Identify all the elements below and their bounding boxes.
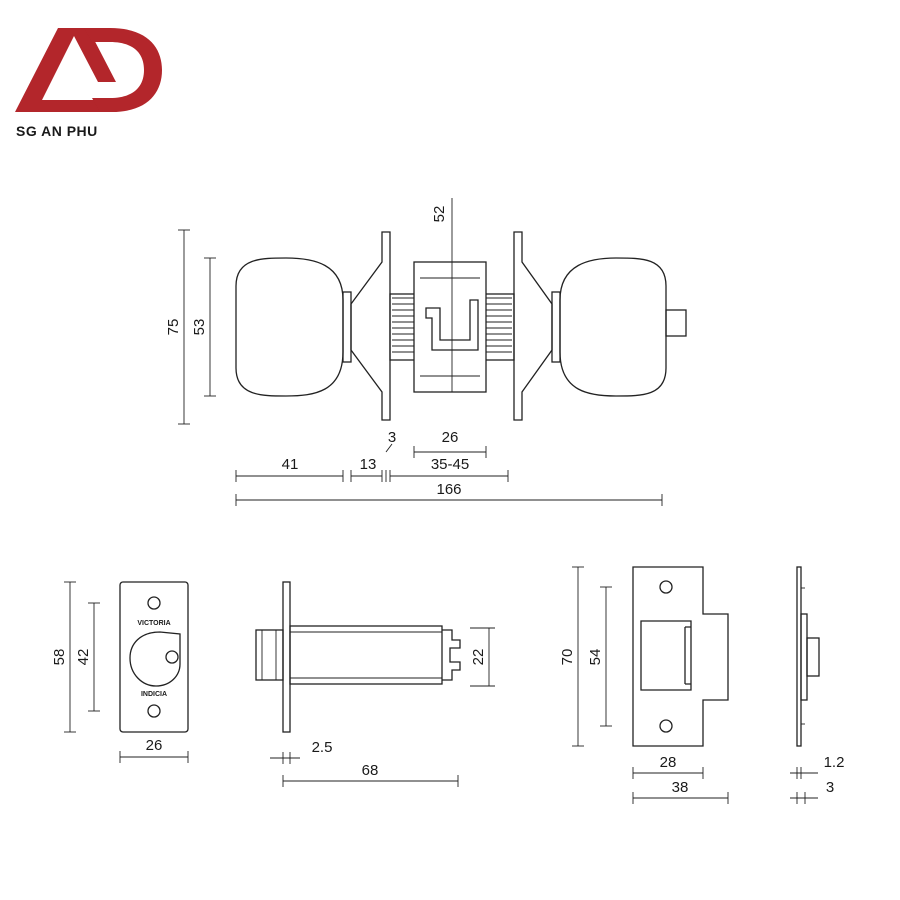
faceplate xyxy=(119,581,189,733)
plate-text-bottom: INDICIA xyxy=(141,691,167,698)
svg-text:26: 26 xyxy=(146,737,163,754)
dim-rose-depth: 13 xyxy=(350,456,391,482)
plate-text-top: VICTORIA xyxy=(137,620,170,627)
svg-text:3: 3 xyxy=(826,779,834,796)
dim-strike-inner: 54 xyxy=(587,586,612,727)
latch-faceplate-edge xyxy=(282,581,291,733)
left-knob xyxy=(235,257,344,397)
logo-d-shape xyxy=(84,28,162,112)
svg-text:3: 3 xyxy=(388,429,396,446)
strike-plate-side-view: 1.2 3 xyxy=(790,566,844,804)
strike-opening xyxy=(640,620,692,691)
dim-rose-thickness: 3 xyxy=(385,429,396,453)
brand-logo: SG AN PHU xyxy=(15,28,162,139)
faceplate-screw-top xyxy=(147,596,161,610)
svg-text:75: 75 xyxy=(165,319,182,336)
faceplate-screw-bottom xyxy=(147,704,161,718)
dim-door-thickness: 35-45 xyxy=(390,456,509,482)
svg-text:54: 54 xyxy=(587,649,604,666)
dim-latch-body: 26 xyxy=(413,429,487,458)
dim-strike-thickness: 1.2 xyxy=(790,754,844,779)
dim-strike-depth: 3 xyxy=(790,779,834,804)
latch-tail-clip xyxy=(442,629,461,681)
svg-text:35-45: 35-45 xyxy=(431,456,469,473)
dim-knob-depth: 41 xyxy=(235,456,344,482)
dim-strike-width: 28 xyxy=(632,754,704,779)
dim-faceplate-height: 58 xyxy=(51,581,76,733)
logo-a-shape xyxy=(15,28,116,112)
privacy-button xyxy=(665,309,687,337)
dim-overall-length: 166 xyxy=(235,481,663,506)
dim-knob-height: 75 xyxy=(165,229,190,425)
svg-text:52: 52 xyxy=(431,206,448,223)
brand-name: SG AN PHU xyxy=(16,123,98,139)
dim-latch-face-thickness: 2.5 xyxy=(270,739,332,764)
dim-latch-length: 68 xyxy=(282,762,459,787)
right-knob xyxy=(559,257,667,397)
dim-knob-inner-height: 53 xyxy=(191,257,216,397)
faceplate-front-view: VICTORIA INDICIA 58 42 26 xyxy=(51,581,189,763)
svg-text:42: 42 xyxy=(75,649,92,666)
svg-text:58: 58 xyxy=(51,649,68,666)
left-knob-neck xyxy=(342,291,352,363)
dim-latch-bolt-width: 22 xyxy=(470,627,495,687)
svg-text:166: 166 xyxy=(436,481,461,498)
svg-text:28: 28 xyxy=(660,754,677,771)
left-rose xyxy=(350,231,391,421)
right-rose xyxy=(513,231,553,421)
svg-text:1.2: 1.2 xyxy=(824,754,845,771)
strike-side-box xyxy=(806,637,820,677)
latch-tube xyxy=(289,625,443,685)
svg-text:2.5: 2.5 xyxy=(312,739,333,756)
knobset-side-view: 75 53 52 3 26 41 13 xyxy=(165,198,687,506)
strike-screw-top xyxy=(659,580,673,594)
svg-text:13: 13 xyxy=(360,456,377,473)
strike-screw-bottom xyxy=(659,719,673,733)
latch-mechanism xyxy=(425,299,479,351)
svg-text:53: 53 xyxy=(191,319,208,336)
strike-plate-front-view: 70 54 28 38 xyxy=(559,566,729,804)
svg-text:68: 68 xyxy=(362,762,379,779)
dim-strike-overall-width: 38 xyxy=(632,779,729,804)
latch-housing xyxy=(413,261,487,393)
svg-text:38: 38 xyxy=(672,779,689,796)
dim-faceplate-width: 26 xyxy=(119,737,189,763)
svg-text:41: 41 xyxy=(282,456,299,473)
faceplate-latch-opening xyxy=(129,631,181,687)
latch-bolt-head xyxy=(255,629,284,681)
svg-text:26: 26 xyxy=(442,429,459,446)
strike-plate xyxy=(632,566,729,747)
dim-strike-height: 70 xyxy=(559,566,584,747)
svg-text:70: 70 xyxy=(559,649,576,666)
dim-backset: 52 xyxy=(431,198,453,392)
right-knob-neck xyxy=(551,291,561,363)
latch-side-view: 22 2.5 68 xyxy=(255,581,495,787)
spindle-threads xyxy=(392,297,512,353)
faceplate-latch-hole xyxy=(165,650,179,664)
strike-side-lip xyxy=(800,613,808,701)
dim-faceplate-inner: 42 xyxy=(75,602,100,712)
svg-text:22: 22 xyxy=(470,649,487,666)
